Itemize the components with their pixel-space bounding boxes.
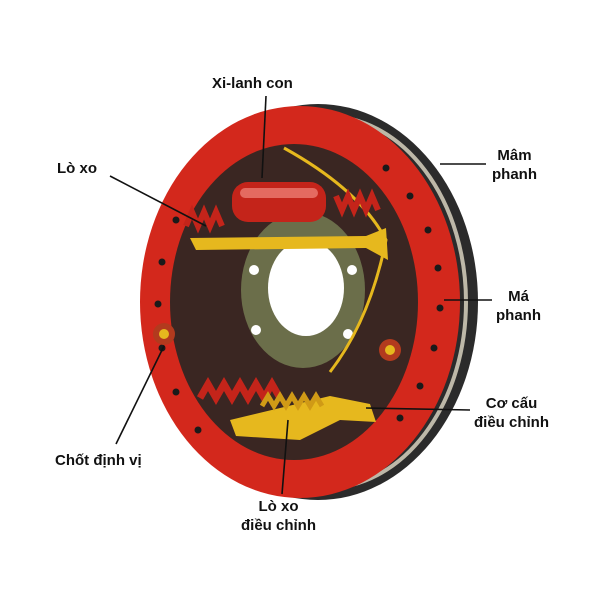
label-adjuster: Cơ cấu điều chỉnh bbox=[474, 394, 549, 432]
leader-cocau bbox=[365, 407, 471, 411]
leader-lines bbox=[109, 95, 492, 495]
hub-bolt-holes bbox=[249, 265, 357, 339]
label-locating-pin: Chốt định vị bbox=[55, 452, 142, 469]
label-brake-shoe-line2: phanh bbox=[496, 307, 541, 324]
leader-loxo bbox=[109, 175, 207, 227]
label-brake-shoe-line1: Má bbox=[508, 288, 529, 305]
label-adjuster-spring-line1: Lò xo bbox=[258, 498, 299, 515]
locating-pin-right bbox=[379, 339, 401, 361]
adjuster-spring bbox=[259, 391, 325, 411]
leader-loxodc bbox=[281, 419, 289, 495]
label-spring: Lò xo bbox=[57, 160, 97, 177]
label-backing-plate-line2: phanh bbox=[492, 166, 537, 183]
leader-xilanh bbox=[261, 95, 267, 179]
label-adjuster-spring: Lò xo điều chỉnh bbox=[241, 497, 316, 535]
label-backing-plate: Mâm phanh bbox=[492, 146, 537, 184]
wheel-cylinder-highlight bbox=[240, 188, 318, 198]
leader-chot bbox=[115, 345, 165, 445]
label-adjuster-line2: điều chỉnh bbox=[474, 414, 549, 431]
bottom-spring bbox=[196, 376, 284, 406]
hub-hole bbox=[268, 240, 344, 336]
label-brake-shoe: Má phanh bbox=[496, 287, 541, 325]
lining-rivets bbox=[154, 164, 444, 434]
top-spring-left bbox=[183, 204, 225, 234]
yellow-cable bbox=[283, 146, 388, 373]
label-backing-plate-line1: Mâm bbox=[497, 147, 532, 164]
top-spring-right bbox=[333, 188, 381, 218]
label-wheel-cylinder: Xi-lanh con bbox=[212, 75, 293, 92]
adjuster-lever bbox=[230, 396, 376, 440]
label-adjuster-spring-line2: điều chỉnh bbox=[241, 517, 316, 534]
label-adjuster-line1: Cơ cấu bbox=[485, 395, 538, 412]
yellow-strut bbox=[190, 228, 388, 260]
locating-pin-left bbox=[153, 323, 175, 345]
